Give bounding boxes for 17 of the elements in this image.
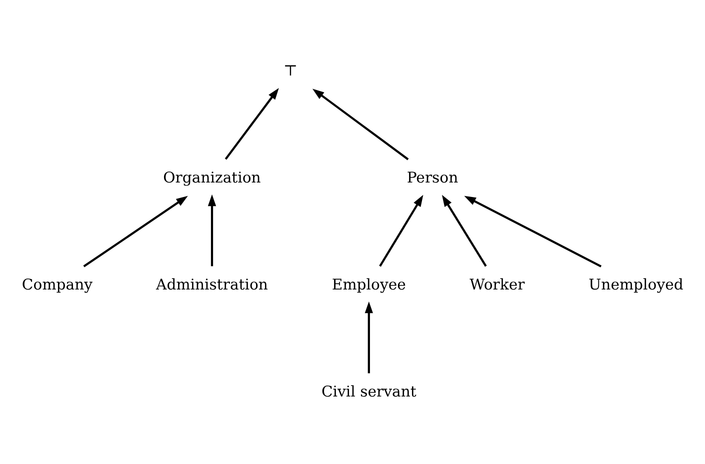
arrow [441, 194, 486, 267]
node-text: ⊤ [282, 62, 297, 80]
arrow [207, 194, 216, 266]
node-text: Unemployed [588, 276, 683, 294]
node-text: Civil servant [320, 384, 416, 401]
arrow [82, 196, 188, 268]
node-text: Administration [156, 276, 268, 294]
arrow [378, 194, 423, 267]
node-text: Company [21, 276, 92, 294]
node-text: Person [406, 169, 458, 186]
node-text: Worker [469, 276, 524, 294]
arrow [464, 196, 602, 268]
arrow [312, 88, 408, 160]
arrow [224, 88, 278, 160]
arrow [364, 301, 372, 374]
node-text: Employee [331, 276, 406, 294]
node-text: Organization [162, 169, 260, 186]
